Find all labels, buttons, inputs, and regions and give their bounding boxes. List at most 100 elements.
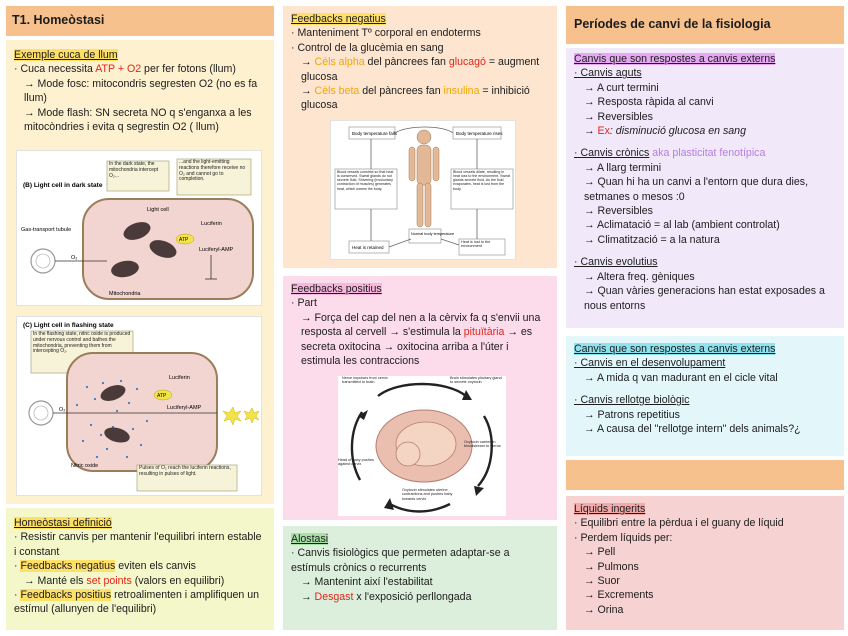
definition-line-3: → Manté els set points (valors en equili… [24, 574, 225, 587]
periods-title-text: Períodes de canvi de la fisiologia [574, 17, 771, 31]
head-pushes-text: Head of baby pushes against cervix [338, 458, 374, 467]
development-item-1: → A mida q van madurant en el cicle vita… [584, 371, 778, 384]
definition-heading: Homeòstasi definició [14, 517, 112, 529]
homeostasi-definition-panel: Homeòstasi definició · Resistir canvis p… [6, 508, 274, 630]
ingested-liquids-panel: Líquids ingerits · Equilibri entre la pè… [566, 496, 844, 630]
internal-changes-panel: Canvis que son respostes a canvis extern… [566, 336, 844, 456]
section-title-text: T1. Homeòstasi [12, 13, 105, 27]
light-flashes [222, 406, 260, 426]
evolutionary-changes-heading: · Canvis evolutius [574, 256, 658, 269]
callout-nitric-oxide: In the flashing state, nitric oxide is p… [33, 331, 131, 355]
oxytocin-carried-text: Oxytocin carried in bloodstream to uteru… [464, 440, 501, 449]
example-heading: Exemple cuca de llum [14, 49, 118, 61]
dark-state-diagram: (B) Light cell in dark state In the dark… [21, 158, 254, 300]
section-title-homeostasi: T1. Homeòstasi [6, 6, 274, 36]
section-title-periods: Períodes de canvi de la fisiologia [566, 6, 844, 44]
liquid-loss-lungs: → Pulmons [584, 560, 639, 573]
alo-line-1: · Canvis fisiològics que permeten adapta… [291, 547, 510, 574]
firefly-flashing-state-figure: (C) Light cell in flashing state In the … [16, 316, 262, 496]
normal-temp-label: Normal body temperature [411, 232, 454, 236]
evol-item-2: → Quan vàries generacions han estat expo… [584, 285, 825, 312]
childbirth-feedback-figure: Nerve impulses from cervix transmitted t… [338, 376, 506, 516]
pos-part-line: · Part [291, 297, 317, 310]
callout-mito-intercept: In the dark state, the mitochondria inte… [109, 161, 159, 179]
callout-no-o2: ...and the light-emitting reactions ther… [179, 159, 246, 183]
chronic-item-5: → Climatització = a la natura [584, 233, 720, 246]
luciferyl-amp-label-2: Luciferyl-AMP [167, 405, 202, 411]
luciferin-label: Luciferin [201, 221, 222, 227]
gas-tubule-label: Gas-transport tubule [21, 227, 71, 233]
mitochondrion-5 [104, 427, 130, 443]
acute-changes-heading: · Canvis aguts [574, 67, 642, 80]
panel-label-b: (B) Light cell in dark state [23, 182, 103, 189]
cycle-circle-arrows [350, 382, 493, 513]
childbirth-diagram: Nerve impulses from cervix transmitted t… [338, 376, 502, 513]
firefly-dark-state-figure: (B) Light cell in dark state In the dark… [16, 150, 262, 306]
chronic-changes-heading: · Canvis crònics [574, 147, 650, 160]
chronic-item-2: → Quan hi ha un canvi a l'entorn que dur… [584, 176, 809, 203]
thermoregulation-figure: Body temperature falls Body temperature … [330, 120, 516, 260]
mitochondrion-2 [149, 240, 177, 258]
empty-orange-band [566, 460, 844, 490]
luciferin-label-2: Luciferin [169, 375, 190, 381]
clock-item-2: → A causa del "rellotge intern" dels ani… [584, 423, 801, 436]
mito-label: Mitochondria [109, 291, 141, 297]
acute-item-1: → A curt termini [584, 81, 659, 94]
neg-line-2: · Control de la glucèmia en sang [291, 41, 444, 54]
pos-explanation: → Força del cap del nen a la cèrvix fa q… [301, 311, 541, 368]
temp-rises-label: Body temperature rises [456, 131, 503, 136]
neg-beta-line: → Cèls beta del pàncrees fan insulina = … [301, 85, 530, 112]
conserve-heat-text: Blood vessels constrict so that heat is … [337, 170, 394, 191]
liquids-line-2: · Perdem líquids per: [574, 531, 673, 544]
allostasis-panel: Alostasi · Canvis fisiològics que permet… [283, 526, 557, 630]
liquids-heading: Líquids ingerits [574, 503, 646, 515]
acute-item-2: → Resposta ràpida al canvi [584, 96, 714, 109]
clock-item-1: → Patrons repetitius [584, 408, 680, 421]
example-line-2: → Mode fosc: mitocondris segresten O2 (n… [24, 77, 258, 105]
evol-item-1: → Altera freq. gèniques [584, 270, 695, 283]
example-line-1: · Cuca necessita ATP + O2 per fer fotons… [14, 63, 236, 76]
temp-falls-label: Body temperature falls [352, 131, 398, 136]
mitochondrion-4 [100, 385, 126, 401]
acute-item-3: → Reversibles [584, 110, 653, 123]
o2-label: O₂ [71, 255, 77, 261]
nerve-impulse-text: Nerve impulses from cervix transmitted t… [342, 376, 388, 385]
heat-retained-label: Heat is retained [352, 245, 384, 250]
oxytocin-stimulates-text: Oxytocin stimulates uterine contractions… [402, 488, 453, 501]
definition-line-4: · Feedbacks positius retroalimenten i am… [14, 589, 259, 616]
light-cell-label: Light cell [147, 207, 169, 213]
lose-heat-text: Blood vessels dilate, resulting in heat … [453, 170, 511, 191]
external-heading: Canvis que son respostes a canvis extern… [574, 53, 776, 65]
heat-lost-label: Heat is lost to the environment [461, 240, 491, 249]
neg-line-1: · Manteniment Tº corporal en endoterms [291, 27, 481, 40]
flashing-state-diagram: (C) Light cell in flashing state In the … [23, 322, 260, 492]
atp-label-2: ATP [157, 393, 167, 399]
brain-stimulates-text: Brain stimulates pituitary gland to secr… [450, 376, 502, 385]
atp-label: ATP [179, 237, 189, 243]
callout-pulses: Pulses of O₂ reach the luciferin reactio… [139, 465, 231, 477]
development-heading: · Canvis en el desenvolupament [574, 357, 726, 370]
cycle-arrows [370, 126, 478, 248]
liquid-loss-sweat: → Suor [584, 575, 620, 588]
o2-label-2: O₂ [59, 407, 65, 413]
example-line-3: → Mode flash: SN secreta NO q s'enganxa … [24, 106, 252, 134]
liquid-loss-skin: → Pell [584, 546, 616, 559]
alo-line-3: → Desgast x l'exposició perllongada [301, 590, 472, 603]
panel-label-c: (C) Light cell in flashing state [23, 322, 114, 329]
thermoregulation-diagram: Body temperature falls Body temperature … [334, 126, 514, 256]
chronic-item-4: → Aclimatació = al lab (ambient controla… [584, 219, 780, 232]
mitochondrion-3 [111, 260, 139, 278]
chronic-item-3: → Reversibles [584, 205, 653, 218]
chronic-item-1: → A llarg termini [584, 161, 662, 174]
definition-line-1: · Resistir canvis per mantenir l'equilib… [14, 531, 262, 558]
positive-feedback-heading: Feedbacks positius [291, 283, 382, 295]
luciferyl-amp-label: Luciferyl-AMP [199, 247, 234, 253]
external-changes-panel: Canvis que son respostes a canvis extern… [566, 48, 844, 328]
atp-o2-text: ATP + O2 [95, 63, 142, 76]
negative-feedback-heading: Feedbacks negatius [291, 13, 386, 25]
biological-clock-heading: · Canvis rellotge biològic [574, 394, 690, 407]
neg-alpha-line: → Cèls alpha del pàncrees fan glucagó = … [301, 56, 540, 83]
acute-example: → Ex: disminució glucosa en sang [584, 125, 746, 138]
internal-heading: Canvis que son respostes a canvis extern… [574, 343, 776, 355]
human-body-figure [408, 129, 440, 228]
